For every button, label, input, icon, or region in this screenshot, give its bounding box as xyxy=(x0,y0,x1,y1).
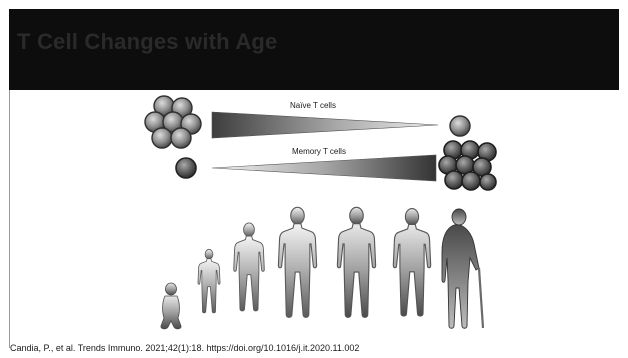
single-naive-cell xyxy=(450,116,470,136)
naive-cell-cluster xyxy=(145,96,201,148)
figure-infant xyxy=(161,283,181,329)
figure-young-adult xyxy=(278,207,316,317)
left-divider xyxy=(9,90,10,348)
memory-cell-cluster xyxy=(439,141,496,190)
figure-elderly xyxy=(442,209,479,328)
naive-decrease-wedge xyxy=(212,112,438,138)
figure-child xyxy=(198,249,220,313)
figure-adolescent xyxy=(234,223,265,311)
citation: Candia, P., et al. Trends Immuno. 2021;4… xyxy=(10,343,359,353)
aging-figure: Naïve T cells Memory T cells xyxy=(140,92,500,334)
naive-t-cells-label: Naïve T cells xyxy=(290,101,336,110)
memory-t-cells-label: Memory T cells xyxy=(292,147,346,156)
figure-adult xyxy=(337,207,375,317)
single-memory-cell xyxy=(176,158,196,178)
figure-middle-aged xyxy=(393,209,430,317)
top-strip xyxy=(0,0,628,9)
memory-increase-wedge xyxy=(212,155,436,181)
cane xyxy=(479,268,483,328)
slide-title: T Cell Changes with Age xyxy=(17,29,277,55)
